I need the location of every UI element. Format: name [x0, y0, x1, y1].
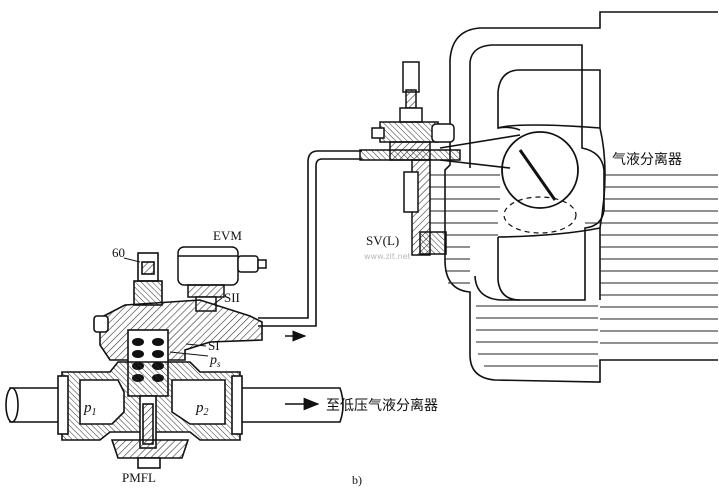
caption-label: b)	[352, 473, 362, 487]
to-low-pressure-separator-label: 至低压气液分离器	[326, 397, 438, 414]
inlet-pipe	[5, 375, 69, 435]
sixty-label: 60	[112, 245, 125, 260]
separator-label: 气液分离器	[612, 151, 682, 168]
sii-leader	[213, 297, 223, 305]
float-ball	[501, 131, 579, 234]
connecting-pipe	[258, 150, 362, 327]
outlet-pipe	[231, 375, 344, 435]
p1-label: p1	[83, 400, 97, 418]
sv-float-valve	[359, 61, 521, 256]
ps-leader	[169, 351, 209, 357]
separator-liquid	[430, 174, 718, 367]
evm-label: EVM	[213, 228, 242, 243]
pmfl-valve	[61, 252, 263, 469]
sii-label: SII	[224, 290, 240, 305]
si-leader	[185, 343, 207, 347]
sv-label: SV(L)	[366, 233, 399, 248]
sixty-leader	[123, 257, 141, 263]
evm-solenoid	[177, 246, 267, 312]
p2-label: p2	[195, 400, 209, 418]
watermark: www.zlt.net	[364, 252, 411, 261]
pmfl-label: PMFL	[122, 470, 156, 485]
separator-vessel	[444, 11, 718, 383]
si-label: SI	[208, 338, 220, 353]
ps-label: ps	[209, 353, 221, 369]
